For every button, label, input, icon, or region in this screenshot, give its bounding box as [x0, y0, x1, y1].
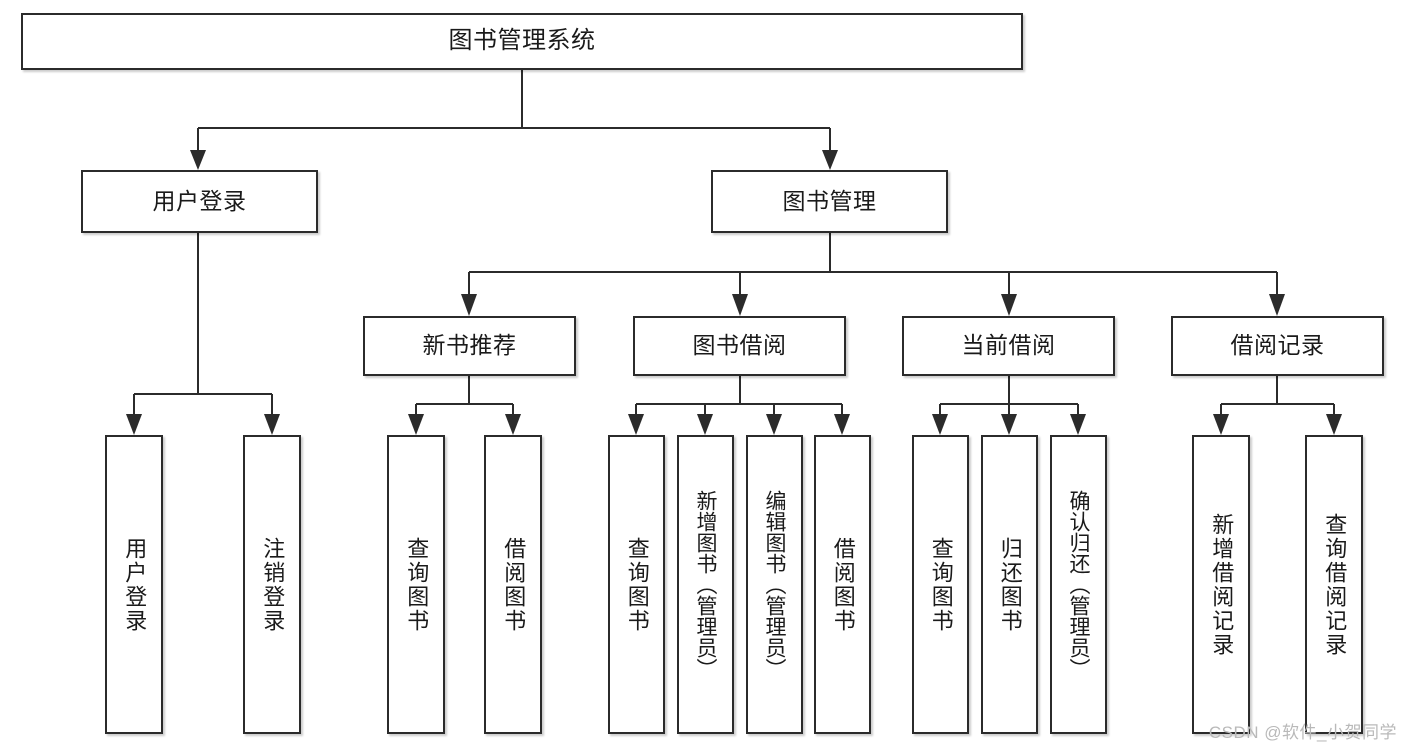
node-leaf-user-login[interactable]: 用户登录: [105, 435, 163, 734]
node-leaf-add-record[interactable]: 新增借阅记录: [1192, 435, 1250, 734]
node-leaf-logout-login[interactable]: 注销登录: [243, 435, 301, 734]
node-book-management[interactable]: 图书管理: [711, 170, 948, 233]
node-leaf-query-record[interactable]: 查询借阅记录: [1305, 435, 1363, 734]
node-leaf-confirm-return-label: 确认归还（管理员）: [1067, 490, 1090, 679]
node-borrow-record[interactable]: 借阅记录: [1171, 316, 1384, 376]
node-leaf-query-book-1-label: 查询图书: [404, 536, 430, 633]
node-leaf-return-book[interactable]: 归还图书: [981, 435, 1038, 734]
arrow-leaf-user-login: [126, 414, 142, 435]
arrow-leaf-return-book: [1001, 414, 1017, 435]
node-user-login[interactable]: 用户登录: [81, 170, 318, 233]
node-leaf-query-record-label: 查询借阅记录: [1322, 512, 1348, 657]
node-book-borrow[interactable]: 图书借阅: [633, 316, 846, 376]
arrow-leaf-edit-book: [766, 414, 782, 435]
node-leaf-query-book-3[interactable]: 查询图书: [912, 435, 969, 734]
node-leaf-query-book-1[interactable]: 查询图书: [387, 435, 445, 734]
arrow-leaf-confirm-return: [1070, 414, 1086, 435]
node-leaf-add-book[interactable]: 新增图书（管理员）: [677, 435, 734, 734]
node-book-management-label: 图书管理: [782, 187, 877, 214]
node-leaf-borrow-book-1[interactable]: 借阅图书: [484, 435, 542, 734]
arrow-leaf-query-record: [1326, 414, 1342, 435]
node-leaf-confirm-return[interactable]: 确认归还（管理员）: [1050, 435, 1107, 734]
node-borrow-record-label: 借阅记录: [1230, 332, 1325, 359]
arrow-user-login: [190, 150, 206, 170]
node-leaf-borrow-book-2[interactable]: 借阅图书: [814, 435, 871, 734]
arrow-borrow-record: [1269, 294, 1285, 316]
arrow-leaf-borrow-book-2: [834, 414, 850, 435]
arrow-leaf-query-book-3: [932, 414, 948, 435]
node-new-book-recommend[interactable]: 新书推荐: [363, 316, 576, 376]
node-leaf-edit-book[interactable]: 编辑图书（管理员）: [746, 435, 803, 734]
node-leaf-borrow-book-1-label: 借阅图书: [501, 536, 527, 633]
node-book-borrow-label: 图书借阅: [692, 332, 787, 359]
arrow-leaf-query-book-1: [408, 414, 424, 435]
node-leaf-borrow-book-2-label: 借阅图书: [830, 536, 856, 633]
arrow-leaf-add-record: [1213, 414, 1229, 435]
node-leaf-user-login-label: 用户登录: [122, 536, 148, 633]
arrow-leaf-query-book-2: [628, 414, 644, 435]
node-new-book-recommend-label: 新书推荐: [422, 332, 517, 359]
node-current-borrow[interactable]: 当前借阅: [902, 316, 1115, 376]
node-leaf-edit-book-label: 编辑图书（管理员）: [763, 490, 786, 679]
node-root-system-label: 图书管理系统: [448, 27, 596, 55]
node-leaf-query-book-2-label: 查询图书: [624, 536, 650, 633]
node-current-borrow-label: 当前借阅: [961, 332, 1056, 359]
node-leaf-query-book-3-label: 查询图书: [928, 536, 954, 633]
node-leaf-add-record-label: 新增借阅记录: [1209, 512, 1235, 657]
node-leaf-return-book-label: 归还图书: [997, 536, 1023, 633]
node-leaf-add-book-label: 新增图书（管理员）: [694, 490, 717, 679]
node-leaf-logout-login-label: 注销登录: [260, 536, 286, 633]
arrow-new-book-recommend: [461, 294, 477, 316]
arrow-current-borrow: [1001, 294, 1017, 316]
node-root-system[interactable]: 图书管理系统: [21, 13, 1023, 70]
arrow-leaf-logout: [264, 414, 280, 435]
watermark-text: CSDN @软件_小贺同学: [1208, 723, 1397, 742]
arrow-book-management: [822, 150, 838, 170]
arrow-book-borrow: [732, 294, 748, 316]
arrow-leaf-borrow-book-1: [505, 414, 521, 435]
node-leaf-query-book-2[interactable]: 查询图书: [608, 435, 665, 734]
arrow-leaf-add-book: [697, 414, 713, 435]
node-user-login-label: 用户登录: [152, 187, 247, 214]
